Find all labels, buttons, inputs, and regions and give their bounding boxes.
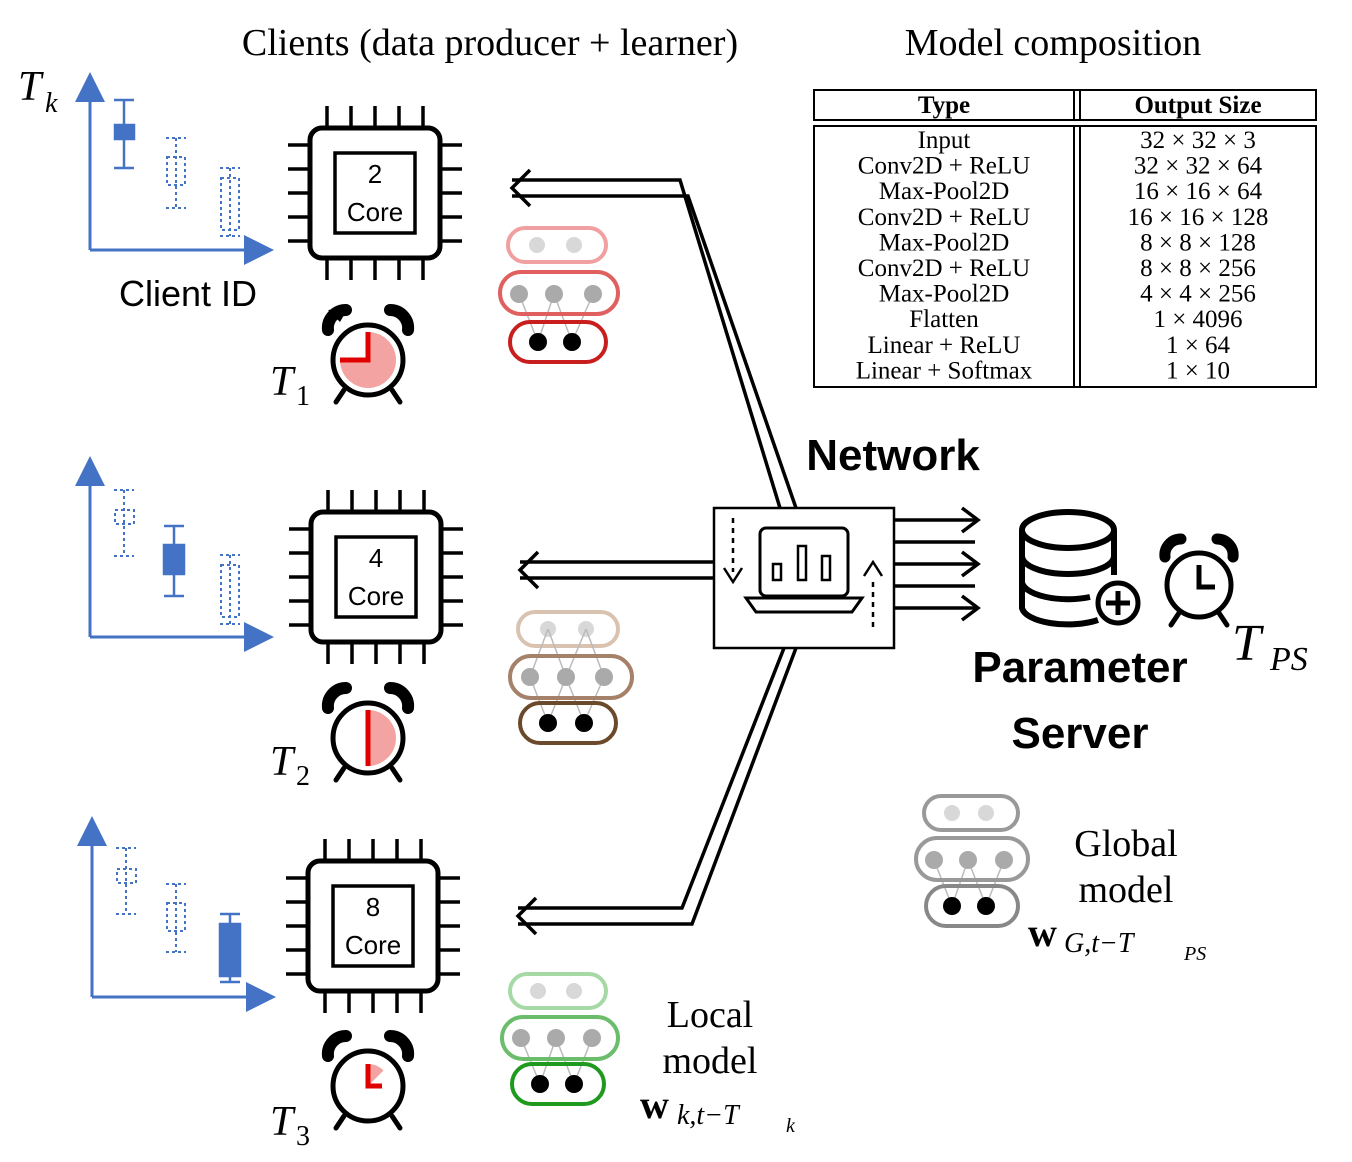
server-label-line1: Parameter xyxy=(972,643,1187,692)
server-time-label-sub: PS xyxy=(1269,641,1308,678)
box-client-1 xyxy=(113,98,136,170)
box-client-3 xyxy=(218,912,242,984)
box-client-1-faded xyxy=(116,847,137,915)
network-label: Network xyxy=(806,431,980,480)
local-model-icon-client-3 xyxy=(500,972,620,1106)
local-model-icon-client-2 xyxy=(508,610,634,745)
box-client-2-faded xyxy=(166,137,186,209)
core-label: Core xyxy=(348,581,404,611)
global-model-line1: Global xyxy=(1074,823,1177,865)
core-count: 4 xyxy=(369,543,383,573)
core-count: 8 xyxy=(366,892,380,922)
stopwatch-icon-client-3 xyxy=(321,1029,415,1131)
box-client-1-faded xyxy=(114,489,135,557)
table-header-output-size: Output Size xyxy=(1134,92,1261,119)
table-cell-type: Max-Pool2D xyxy=(879,281,1010,308)
table-header-type: Type xyxy=(918,92,970,119)
table-cell-type: Max-Pool2D xyxy=(879,178,1010,205)
table-cell-output-size: 16 × 16 × 128 xyxy=(1128,204,1269,231)
time-label-client-2: T xyxy=(270,739,296,785)
local-model-subsubscript: k xyxy=(786,1115,796,1137)
table-cell-type: Max-Pool2D xyxy=(879,229,1010,256)
server-time-label: T xyxy=(1232,615,1264,672)
table-cell-output-size: 8 × 8 × 256 xyxy=(1140,255,1256,282)
box-client-3-faded xyxy=(220,554,240,625)
local-model-symbol: w xyxy=(640,1082,669,1127)
local-model-subscript: k,t−T xyxy=(677,1100,741,1131)
client-3-latency-chart xyxy=(77,816,276,1012)
table-cell-output-size: 8 × 8 × 128 xyxy=(1140,229,1256,256)
box-client-2 xyxy=(162,524,186,598)
table-cell-output-size: 32 × 32 × 64 xyxy=(1134,153,1263,180)
table-cell-output-size: 1 × 4096 xyxy=(1153,306,1242,333)
alarm-clock-icon xyxy=(1159,533,1239,628)
table-cell-type: Flatten xyxy=(909,306,979,333)
time-label-sub-client-1: 1 xyxy=(296,381,310,412)
stopwatch-icon-client-2 xyxy=(321,681,415,783)
table-cell-output-size: 16 × 16 × 64 xyxy=(1134,178,1263,205)
table-cell-type: Conv2D + ReLU xyxy=(858,204,1030,231)
box-client-2-faded xyxy=(166,883,186,953)
table-cell-type: Linear + Softmax xyxy=(856,357,1033,384)
time-label-sub-client-3: 3 xyxy=(296,1121,310,1152)
global-model-subsubscript: PS xyxy=(1183,943,1206,965)
cpu-chip-client-2: 4 Core xyxy=(289,490,463,664)
local-model-line1: Local xyxy=(667,994,754,1036)
local-model-line2: model xyxy=(663,1040,758,1082)
table-cell-type: Linear + ReLU xyxy=(868,332,1021,359)
clients-header: Clients (data producer + learner) xyxy=(242,22,738,64)
table-cell-output-size: 32 × 32 × 3 xyxy=(1140,127,1256,154)
client-1-latency-chart xyxy=(75,72,274,265)
global-model-subscript: G,t−T xyxy=(1064,928,1136,959)
table-cell-type: Conv2D + ReLU xyxy=(858,153,1030,180)
database-icon xyxy=(1019,509,1117,628)
core-label: Core xyxy=(345,930,401,960)
table-cell-output-size: 1 × 10 xyxy=(1166,357,1230,384)
global-model-icon xyxy=(914,794,1030,928)
box-client-3-faded xyxy=(220,167,240,237)
cpu-chip-client-3: 8 Core xyxy=(286,839,460,1013)
time-label-client-3: T xyxy=(270,1099,296,1145)
global-model-line2: model xyxy=(1079,869,1174,911)
time-label-sub-client-2: 2 xyxy=(296,761,310,792)
add-icon xyxy=(1095,580,1141,626)
table-cell-type: Conv2D + ReLU xyxy=(858,255,1030,282)
axis-y-label-sub: k xyxy=(45,88,58,119)
cpu-chip-client-1: 2 Core xyxy=(288,106,462,280)
table-rows: Input 32 × 32 × 3 Conv2D + ReLU 32 × 32 × 6… xyxy=(856,127,1269,384)
axis-x-label: Client ID xyxy=(119,273,257,314)
client-2-latency-chart xyxy=(75,456,274,652)
core-label: Core xyxy=(347,197,403,227)
server-label-line2: Server xyxy=(1011,709,1148,758)
network-monitor-box xyxy=(712,506,896,650)
global-model-symbol: w xyxy=(1028,910,1057,955)
axis-y-label: T xyxy=(18,64,44,110)
model-composition-header: Model composition xyxy=(905,22,1202,64)
model-composition-table: Type Output Size Input 32 × 32 × 3 Conv2D … xyxy=(813,89,1317,388)
network-links xyxy=(512,178,975,926)
table-cell-type: Input xyxy=(918,127,971,154)
local-model-icon-client-1 xyxy=(498,226,620,364)
table-cell-output-size: 4 × 4 × 256 xyxy=(1140,281,1256,308)
table-cell-output-size: 1 × 64 xyxy=(1166,332,1231,359)
time-label-client-1: T xyxy=(270,359,296,405)
core-count: 2 xyxy=(368,159,382,189)
arrowheads xyxy=(509,168,981,936)
stopwatch-icon-client-1 xyxy=(321,303,415,405)
